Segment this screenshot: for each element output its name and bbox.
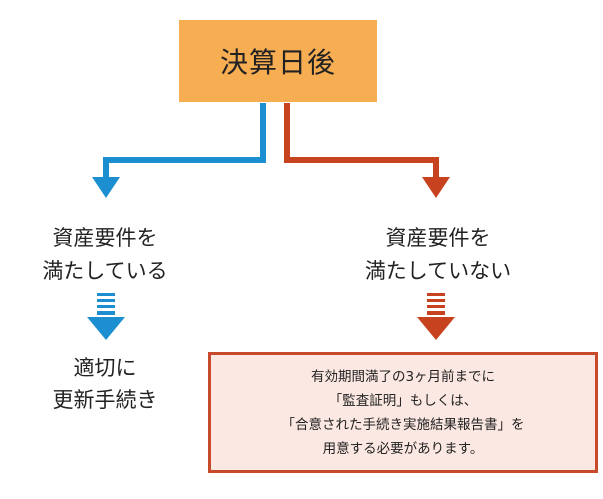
note-line: 有効期間満了の3ヶ月前までに [310, 368, 496, 385]
top-node-label: 決算日後 [219, 46, 336, 79]
right-result-note-box: 有効期間満了の3ヶ月前までに 「監査証明」もしくは、 「合意された手続き実施結果… [208, 352, 598, 473]
left-result-arrow [87, 293, 125, 340]
note-line: 用意する必要があります。 [322, 440, 484, 457]
right-branch-connector [284, 103, 439, 178]
left-condition-line1: 資産要件を [52, 226, 158, 250]
note-line: 「合意された手続き実施結果報告書」を [281, 416, 525, 433]
right-condition-label: 資産要件を 満たしていない [348, 222, 528, 288]
left-result-label: 適切に 更新手続き [30, 352, 180, 416]
left-branch-arrowhead [92, 177, 120, 198]
left-branch-connector [103, 103, 266, 178]
left-result-line2: 更新手続き [52, 388, 158, 412]
right-condition-line1: 資産要件を [385, 226, 491, 250]
left-result-line1: 適切に [73, 356, 137, 380]
left-condition-line2: 満たしている [42, 259, 168, 283]
note-line: 「監査証明」もしくは、 [328, 392, 478, 409]
right-result-arrow [417, 293, 455, 340]
left-condition-label: 資産要件を 満たしている [30, 222, 180, 288]
right-condition-line2: 満たしていない [364, 259, 512, 283]
top-node-box: 決算日後 [179, 20, 377, 102]
right-branch-arrowhead [422, 177, 450, 198]
